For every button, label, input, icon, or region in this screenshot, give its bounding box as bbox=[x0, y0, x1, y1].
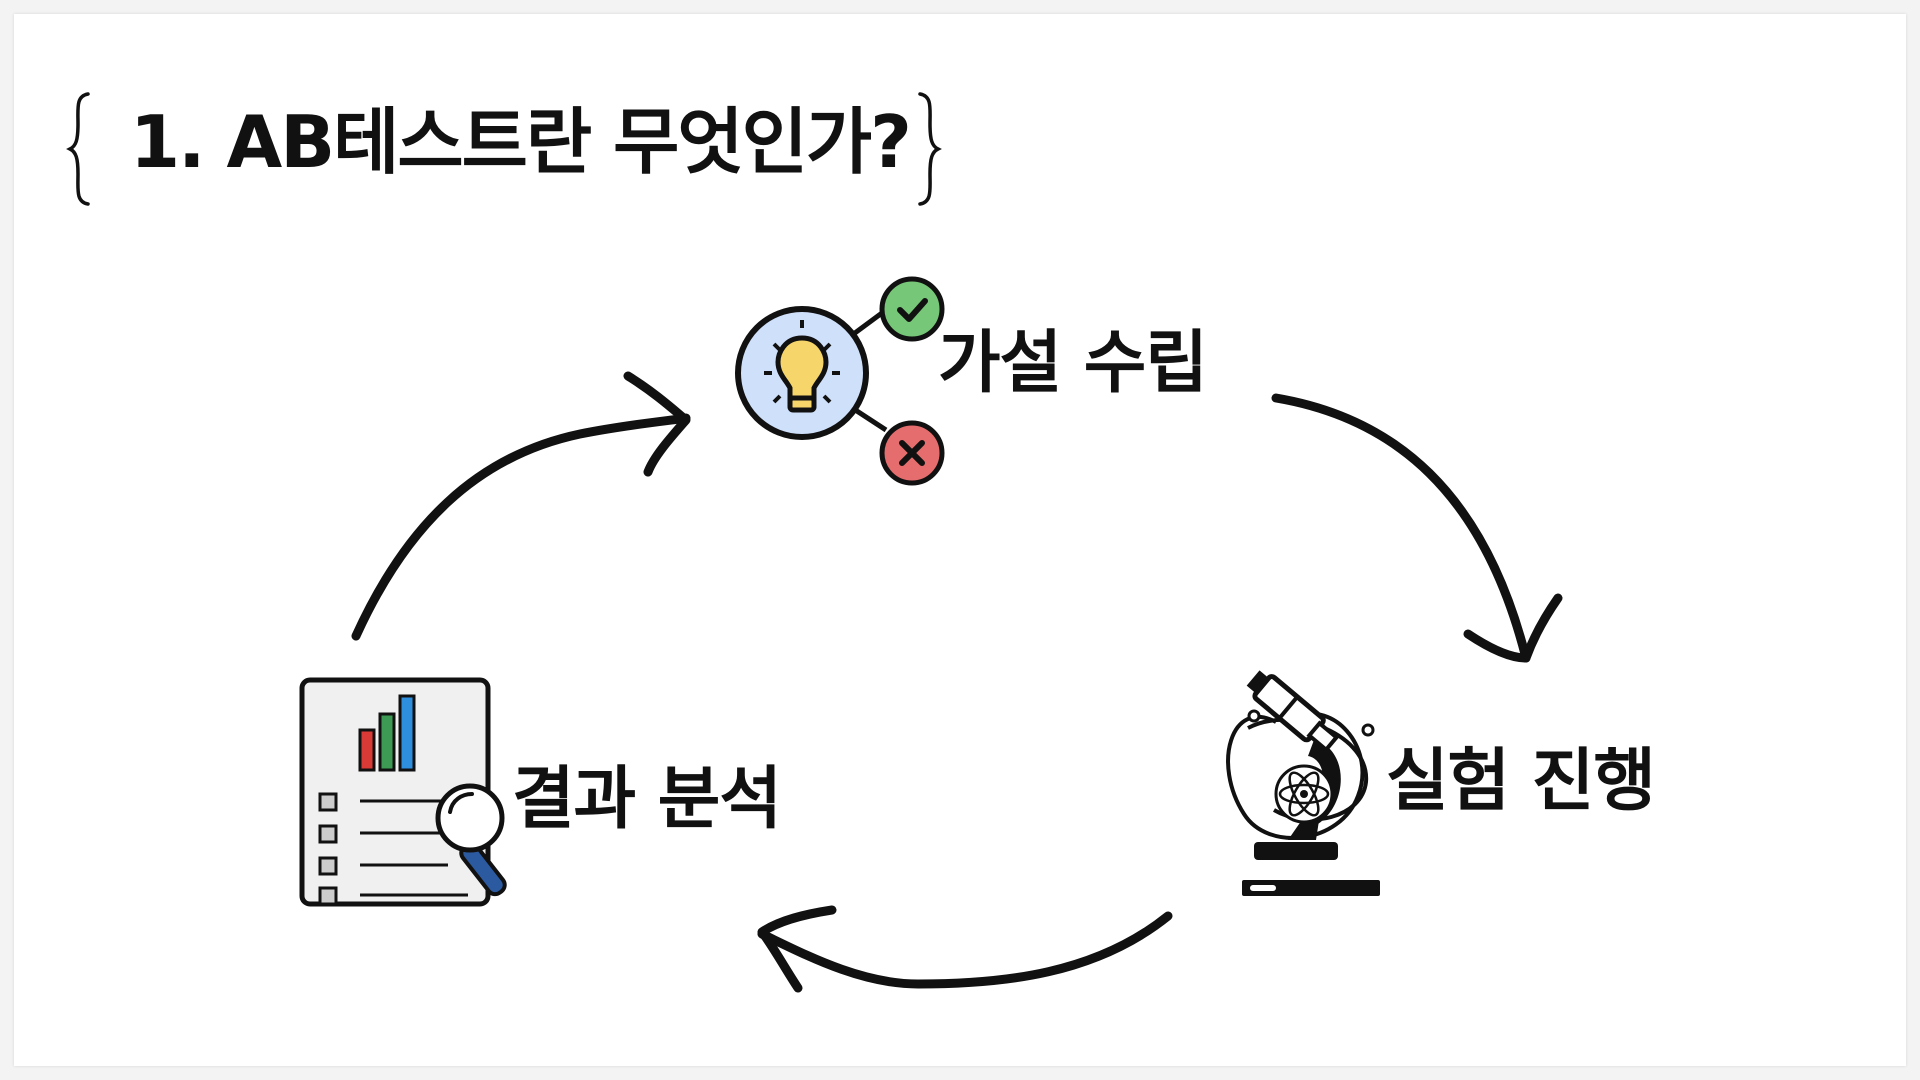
microscope-science-icon bbox=[1226, 670, 1380, 896]
step-label-experiment: 실험 진행 bbox=[1386, 742, 1656, 821]
step-label-analysis: 결과 분석 bbox=[512, 760, 782, 839]
arrow-analysis-to-hypothesis bbox=[351, 371, 691, 641]
arrow-hypothesis-to-experiment bbox=[1271, 393, 1563, 663]
arrow-experiment-to-analysis bbox=[757, 905, 1173, 993]
page-title: 1. AB테스트란 무엇인가? bbox=[130, 100, 912, 184]
left-brace-icon bbox=[66, 92, 90, 206]
right-brace-icon bbox=[918, 92, 942, 206]
step-label-hypothesis: 가설 수립 bbox=[938, 324, 1208, 403]
lightbulb-idea-icon bbox=[735, 276, 945, 486]
report-magnifier-icon bbox=[299, 677, 507, 907]
slide-canvas: 1. AB테스트란 무엇인가? 가설 수립 bbox=[14, 14, 1906, 1066]
